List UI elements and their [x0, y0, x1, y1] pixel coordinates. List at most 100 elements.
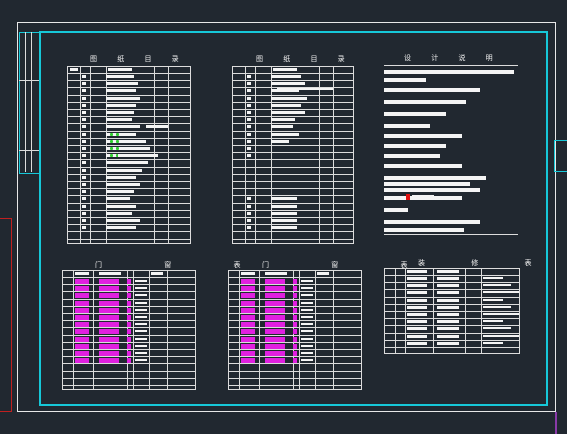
row-value	[437, 320, 459, 324]
table-row-line	[233, 166, 353, 168]
notes-text-line	[384, 182, 470, 186]
sheet-outer-border	[17, 22, 556, 412]
table-row-line	[229, 291, 361, 293]
entry-number	[247, 103, 251, 107]
table-row-line	[385, 311, 519, 312]
entry-text	[106, 132, 136, 136]
row-value	[301, 352, 313, 354]
notes-text-line	[384, 124, 430, 128]
entry-number	[82, 211, 86, 215]
entry-text	[271, 197, 297, 201]
row-value	[407, 291, 427, 295]
magenta-cell	[293, 351, 297, 356]
magenta-cell	[265, 329, 285, 335]
entry-text	[106, 125, 140, 129]
magenta-cell	[241, 307, 255, 313]
row-value	[483, 284, 511, 287]
green-marker	[110, 132, 113, 136]
table-col-line	[333, 67, 334, 243]
magenta-cell	[75, 329, 89, 335]
table-row-line	[233, 116, 353, 118]
entry-text	[106, 111, 134, 114]
entry-text	[106, 183, 140, 186]
table-row-line	[233, 159, 353, 161]
entry-text	[271, 219, 297, 222]
binding-strip-left	[19, 32, 40, 174]
table-row-line	[68, 80, 190, 82]
header-cell	[75, 272, 89, 275]
table-row-line	[233, 195, 353, 197]
notes-rule	[384, 234, 518, 235]
magenta-cell	[293, 336, 297, 342]
entry-text	[106, 168, 142, 172]
table-row-line	[63, 298, 195, 300]
table-row-line	[68, 123, 190, 125]
green-marker	[116, 147, 119, 150]
notes-text-line	[384, 100, 466, 104]
green-marker	[110, 139, 113, 143]
magenta-cell	[127, 300, 131, 306]
table-row-line	[233, 73, 353, 74]
entry-number	[247, 139, 251, 143]
row-value	[483, 334, 519, 337]
magenta-cell	[127, 307, 131, 313]
entry-text	[106, 226, 136, 230]
table-row-line	[233, 238, 353, 240]
magenta-cell	[75, 343, 89, 349]
table-row-line	[68, 145, 190, 146]
row-value	[135, 294, 147, 297]
magenta-cell	[241, 322, 255, 328]
entry-number	[82, 125, 86, 129]
entry-text	[271, 118, 295, 122]
entry-number	[82, 219, 86, 222]
row-value	[135, 344, 147, 347]
table-row-line	[229, 356, 361, 358]
magenta-cell	[99, 300, 119, 306]
row-value	[437, 291, 459, 295]
table-row-line	[385, 325, 519, 327]
table-row-line	[68, 152, 190, 154]
table-row-line	[229, 277, 361, 278]
magenta-cell	[99, 358, 119, 364]
magenta-cell	[75, 336, 89, 342]
entry-number	[247, 211, 251, 215]
entry-text	[271, 96, 307, 100]
entry-text	[146, 125, 168, 128]
table-row-line	[68, 159, 190, 161]
magenta-cell	[127, 336, 131, 342]
entry-number	[247, 75, 251, 78]
adjacent-sheet-red	[0, 218, 12, 412]
green-marker	[116, 132, 119, 136]
green-marker	[110, 147, 113, 150]
row-value	[407, 277, 427, 280]
red-marker	[406, 194, 410, 200]
table-col-line	[481, 269, 482, 353]
magenta-cell	[293, 293, 297, 299]
table-col-line	[259, 271, 260, 389]
magenta-cell	[99, 286, 119, 292]
entry-text	[271, 125, 293, 129]
notes-text-line	[384, 176, 486, 180]
table-row-line	[68, 224, 190, 226]
entry-text	[106, 211, 132, 215]
table-col-line	[245, 67, 246, 243]
header-cell	[273, 68, 297, 71]
row-value	[135, 287, 147, 290]
table-row-line	[233, 217, 353, 218]
entry-text	[271, 139, 289, 143]
magenta-cell	[241, 279, 255, 284]
entry-number	[247, 89, 251, 93]
magenta-cell	[75, 307, 89, 313]
entry-number	[247, 147, 251, 150]
table-row-line	[233, 152, 353, 154]
magenta-cell	[293, 322, 297, 328]
table-row-line	[385, 318, 519, 320]
row-value	[135, 359, 147, 362]
table-col-line	[168, 67, 169, 243]
magenta-cell	[293, 358, 297, 364]
magenta-cell	[293, 279, 297, 284]
entry-text	[106, 161, 148, 165]
finish-schedule-title: 装 修 表	[418, 259, 554, 267]
table-col-line	[319, 67, 320, 243]
